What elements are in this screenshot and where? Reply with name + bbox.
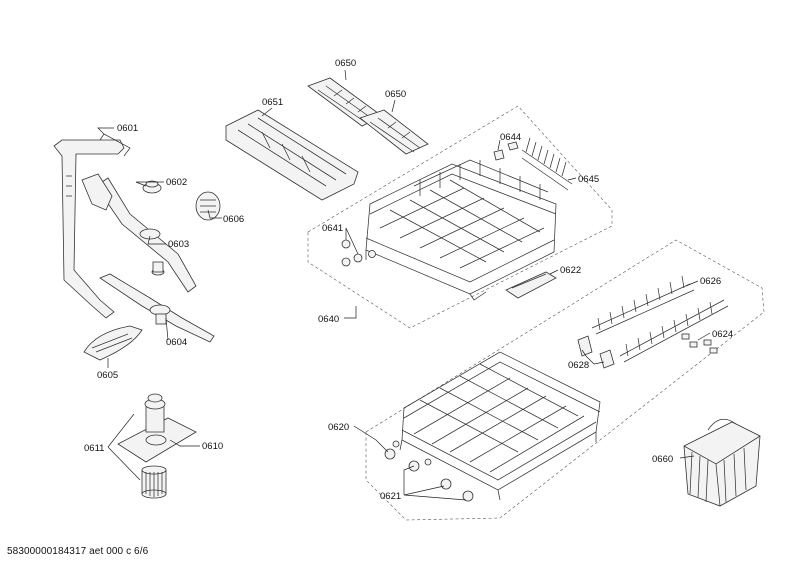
label-0626: 0626 <box>700 276 721 287</box>
holders-0628 <box>577 335 615 369</box>
label-0602: 0602 <box>166 177 187 188</box>
label-0601: 0601 <box>117 123 138 134</box>
tine-rows-0626 <box>591 275 729 363</box>
label-0622: 0622 <box>560 265 581 276</box>
label-0603: 0603 <box>168 239 189 250</box>
handle-0622 <box>505 271 557 299</box>
lower-basket-group-outline <box>365 239 765 521</box>
leader-lines <box>97 69 711 501</box>
label-0644: 0644 <box>500 132 521 143</box>
label-0604: 0604 <box>166 337 187 348</box>
filter-assembly <box>117 393 197 499</box>
label-0611: 0611 <box>84 443 104 454</box>
label-0606: 0606 <box>223 214 244 225</box>
clips-0624 <box>681 333 718 354</box>
label-0651: 0651 <box>262 97 283 108</box>
rack-insert-0650-upper <box>307 77 383 127</box>
cutlery-drawer-0651 <box>225 109 359 201</box>
label-0610: 0610 <box>202 441 223 452</box>
label-0624: 0624 <box>712 329 733 340</box>
lower-basket-0620 <box>399 351 601 501</box>
label-0650-upper: 0650 <box>335 58 356 69</box>
part-labels: 0601 0602 0603 0604 0605 0606 0610 0611 … <box>84 58 733 502</box>
label-0605: 0605 <box>97 370 118 381</box>
label-0621: 0621 <box>380 491 401 502</box>
cutlery-basket-0660 <box>683 418 761 507</box>
label-0620: 0620 <box>328 422 349 433</box>
spray-arm-assembly <box>53 133 221 361</box>
tine-row-0645 <box>521 137 573 191</box>
label-0640: 0640 <box>318 314 339 325</box>
label-0645: 0645 <box>578 174 599 185</box>
label-0660: 0660 <box>652 454 673 465</box>
upper-basket-group-outline <box>307 105 613 329</box>
label-0641: 0641 <box>322 223 343 234</box>
document-id-footer: 58300000184317 aet 000 c 6/6 <box>7 546 149 557</box>
rack-insert-0650-lower <box>359 109 429 155</box>
label-0628: 0628 <box>568 360 589 371</box>
supply-pipe-0601 <box>53 139 125 319</box>
upper-basket-0640 <box>365 159 557 301</box>
label-0650-lower: 0650 <box>385 89 406 100</box>
clip-0644 <box>493 141 519 161</box>
rack-wheels-0641 <box>341 239 376 267</box>
cover-plate-0605 <box>83 325 143 361</box>
